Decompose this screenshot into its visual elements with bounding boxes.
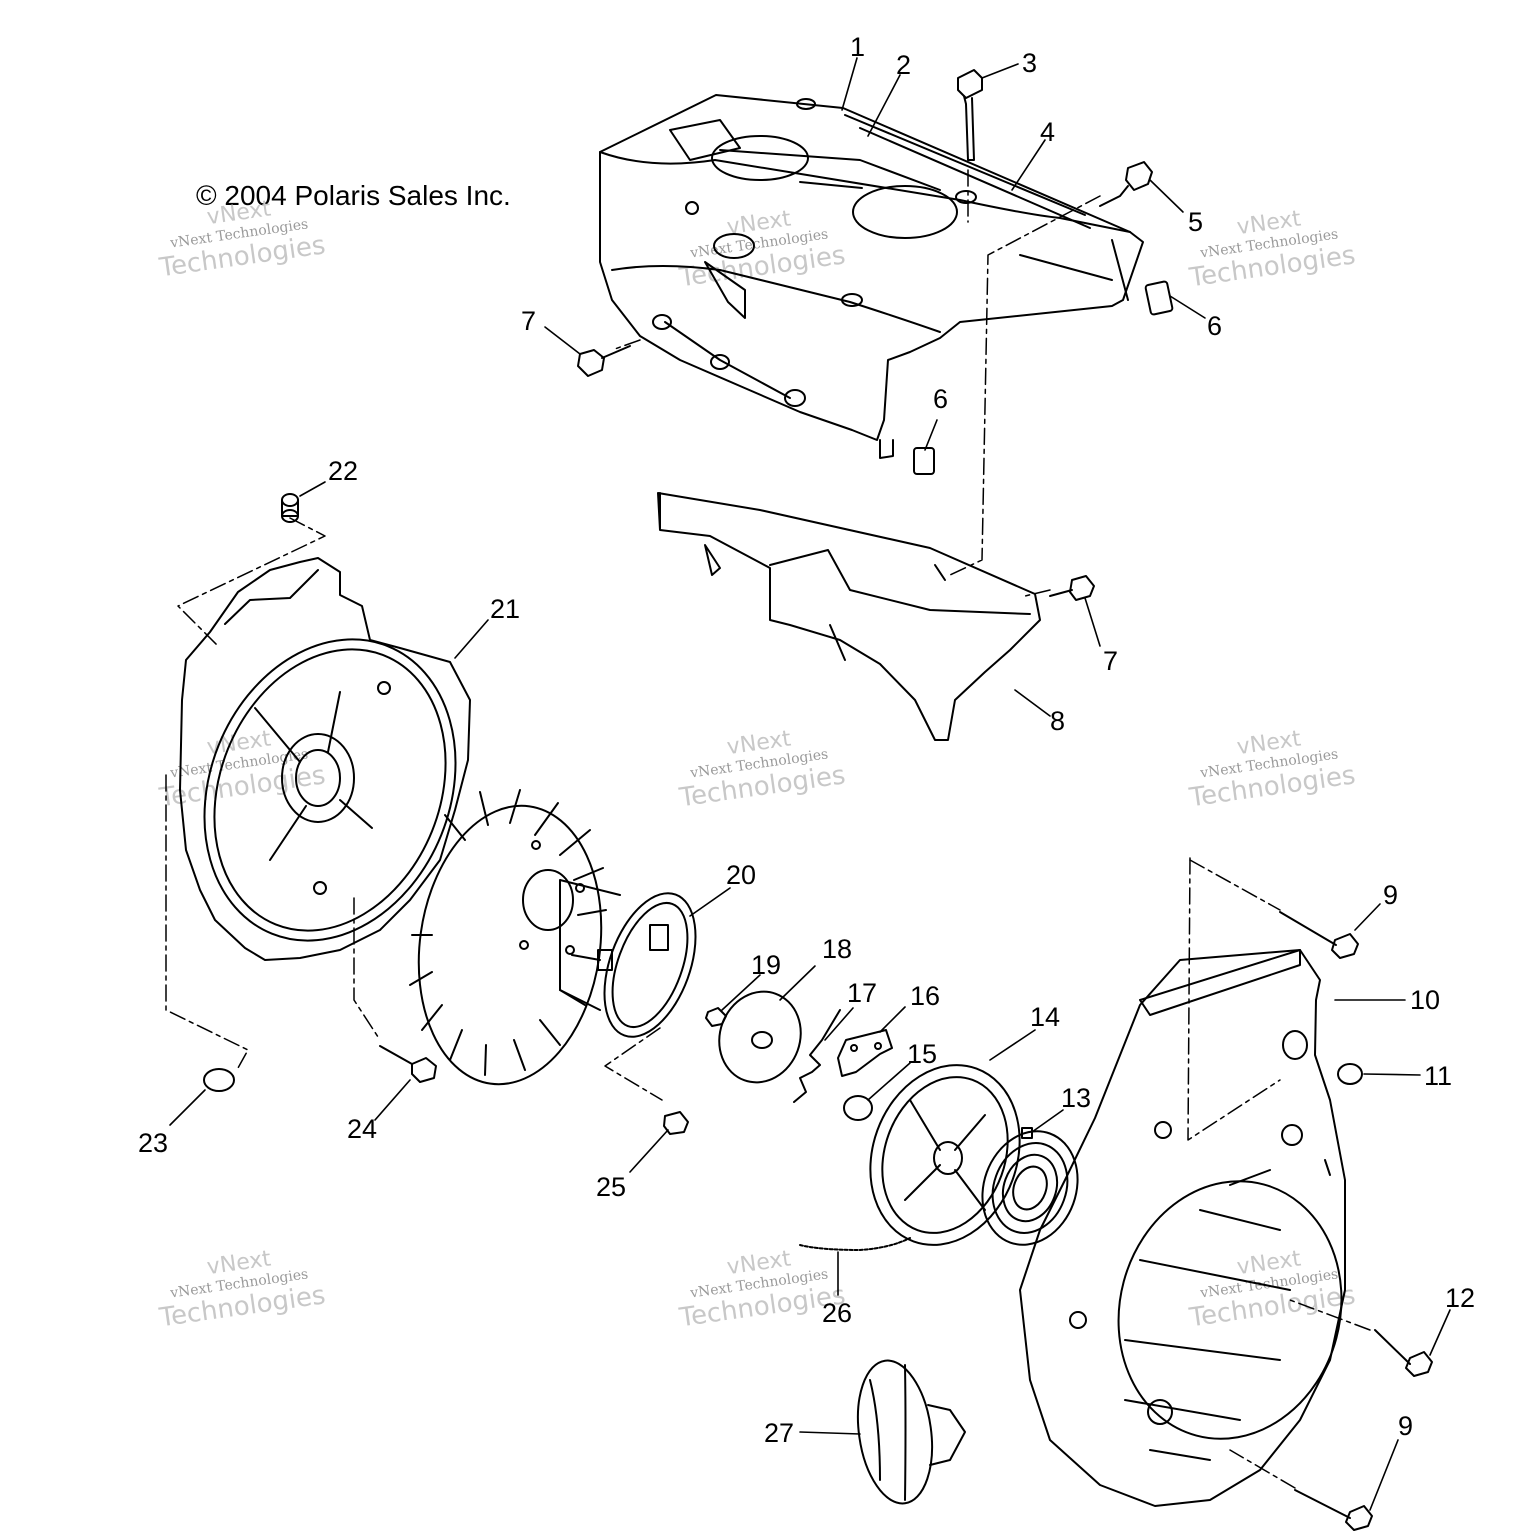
- callout-6: 6: [933, 384, 948, 414]
- pawl-16: [837, 1029, 893, 1077]
- ring-23: [203, 1068, 235, 1092]
- callout-11: 11: [1424, 1061, 1452, 1091]
- callout-7: 7: [1103, 646, 1118, 676]
- spring-17: [793, 1009, 841, 1103]
- callout-17: 17: [847, 978, 877, 1008]
- bolt-24: [379, 1045, 437, 1083]
- handle-27: [856, 1359, 966, 1505]
- bolt-3: [957, 69, 983, 161]
- dowel-22: [281, 493, 299, 523]
- callout-23: 23: [138, 1128, 168, 1158]
- callout-6: 6: [1207, 311, 1222, 341]
- bolt-12: [1374, 1329, 1433, 1377]
- copyright-notice: © 2004 Polaris Sales Inc.: [196, 180, 511, 211]
- bolt-9a: [1279, 911, 1359, 959]
- bolt-7b: [1049, 575, 1095, 601]
- callout-24: 24: [347, 1114, 377, 1144]
- recoil-housing-10: [1019, 949, 1346, 1507]
- callout-9: 9: [1383, 880, 1398, 910]
- callout-26: 26: [822, 1298, 852, 1328]
- callout-1: 1: [850, 32, 865, 62]
- callout-2: 2: [896, 50, 911, 80]
- spring-15: [843, 1095, 873, 1121]
- plug-11: [1337, 1063, 1363, 1085]
- plate-18: [718, 990, 802, 1084]
- callout-5: 5: [1188, 207, 1203, 237]
- callout-15: 15: [907, 1039, 937, 1069]
- callout-19: 19: [751, 950, 781, 980]
- callout-20: 20: [726, 860, 756, 890]
- fan-housing-21: [179, 557, 471, 961]
- recoil-spring-13: [981, 1127, 1079, 1246]
- grommet-6b: [913, 447, 935, 475]
- callout-27: 27: [764, 1418, 794, 1448]
- callout-labels: 1 2 3 4 5 6 6 7 7 8 9 9 10 11 12 13 14 1…: [138, 32, 1475, 1448]
- alignment-lines: [165, 169, 1371, 1489]
- fan-shroud: [599, 94, 1144, 459]
- callout-25: 25: [596, 1172, 626, 1202]
- bolt-5: [1099, 161, 1153, 207]
- callout-13: 13: [1061, 1083, 1091, 1113]
- callout-18: 18: [822, 934, 852, 964]
- callout-10: 10: [1410, 985, 1440, 1015]
- callout-16: 16: [910, 981, 940, 1011]
- callout-3: 3: [1022, 48, 1037, 78]
- callout-22: 22: [328, 456, 358, 486]
- bolt-7a: [577, 345, 631, 377]
- pulley-14: [869, 1064, 1021, 1246]
- callout-21: 21: [490, 594, 520, 624]
- callout-7: 7: [521, 306, 536, 336]
- bolt-9b: [1294, 1489, 1373, 1531]
- bolt-25: [663, 1111, 689, 1135]
- grommet-6a: [1144, 280, 1174, 316]
- callout-8: 8: [1050, 706, 1065, 736]
- callout-9: 9: [1398, 1411, 1413, 1441]
- rope-26: [799, 1237, 911, 1251]
- callout-12: 12: [1445, 1283, 1475, 1313]
- leader-lines: [169, 57, 1451, 1511]
- callout-14: 14: [1030, 1002, 1060, 1032]
- callout-4: 4: [1040, 117, 1055, 147]
- starter-cup-20: [559, 879, 697, 1038]
- flywheel: [409, 789, 607, 1086]
